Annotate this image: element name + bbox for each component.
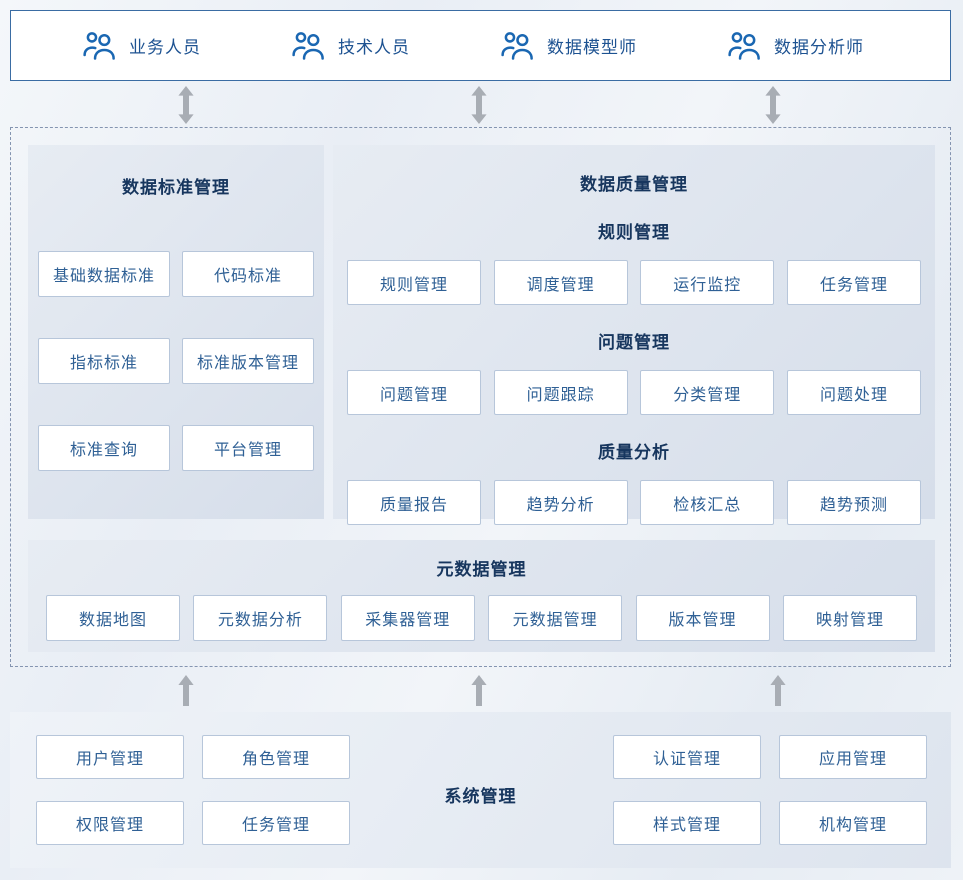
system-module-button[interactable]: 应用管理 [779,735,927,779]
role-label: 数据模型师 [547,38,637,57]
roles-bar: 业务人员 技术人员 数据模型师 数据分析师 [10,10,951,81]
system-module-grid-right: 认证管理 应用管理 样式管理 机构管理 [613,735,927,845]
role-label: 业务人员 [129,38,201,57]
quality-module-button[interactable]: 规则管理 [347,260,481,305]
quality-module-row: 质量报告 趋势分析 检核汇总 趋势预测 [333,480,935,525]
quality-group-title: 问题管理 [598,333,670,352]
standard-module-button[interactable]: 代码标准 [182,251,314,297]
quality-group-title: 规则管理 [598,223,670,242]
metadata-panel: 元数据管理 数据地图 元数据分析 采集器管理 元数据管理 版本管理 映射管理 [28,540,935,652]
system-module-grid-left: 用户管理 角色管理 权限管理 任务管理 [36,735,350,845]
users-icon [728,31,761,60]
double-arrow-icon [765,86,781,124]
quality-group-title: 质量分析 [598,443,670,462]
metadata-module-button[interactable]: 版本管理 [635,595,770,641]
standard-module-button[interactable]: 平台管理 [182,425,314,471]
system-module-button[interactable]: 样式管理 [613,801,761,845]
system-module-button[interactable]: 认证管理 [613,735,761,779]
system-module-button[interactable]: 权限管理 [36,801,184,845]
panel-title: 数据标准管理 [122,178,230,197]
data-standard-panel: 数据标准管理 基础数据标准 代码标准 指标标准 标准版本管理 标准查询 平台管理 [28,145,324,519]
quality-module-button[interactable]: 趋势分析 [493,480,628,525]
system-module-button[interactable]: 角色管理 [202,735,350,779]
standard-module-button[interactable]: 标准版本管理 [182,338,314,384]
panel-title: 系统管理 [444,787,517,806]
role-item-analyst: 数据分析师 [728,31,864,60]
up-arrow-icon [471,675,487,706]
quality-module-button[interactable]: 问题管理 [347,370,481,415]
users-icon [292,31,325,60]
role-label: 数据分析师 [774,38,864,57]
metadata-module-button[interactable]: 采集器管理 [340,595,475,641]
panel-title: 数据质量管理 [580,175,688,194]
standard-module-button[interactable]: 指标标准 [38,338,170,384]
quality-module-button[interactable]: 检核汇总 [640,480,775,525]
standard-module-button[interactable]: 基础数据标准 [38,251,170,297]
role-item-technical: 技术人员 [292,31,410,60]
metadata-module-button[interactable]: 数据地图 [46,595,180,641]
system-module-button[interactable]: 用户管理 [36,735,184,779]
double-arrow-icon [471,86,487,124]
quality-module-row: 问题管理 问题跟踪 分类管理 问题处理 [333,370,935,415]
role-item-business: 业务人员 [83,31,201,60]
panel-title: 元数据管理 [436,560,527,579]
quality-module-button[interactable]: 问题跟踪 [493,370,628,415]
double-arrow-icon [178,86,194,124]
quality-module-button[interactable]: 运行监控 [640,260,775,305]
quality-module-row: 规则管理 调度管理 运行监控 任务管理 [333,260,935,305]
up-arrow-icon [178,675,194,706]
users-icon [501,31,534,60]
system-module-button[interactable]: 任务管理 [202,801,350,845]
data-quality-panel: 数据质量管理 规则管理 规则管理 调度管理 运行监控 任务管理 问题管理 问题管… [333,145,935,525]
role-item-modeler: 数据模型师 [501,31,637,60]
standard-module-button[interactable]: 标准查询 [38,425,170,471]
users-icon [83,31,116,60]
quality-module-button[interactable]: 趋势预测 [786,480,921,525]
system-panel: 用户管理 角色管理 权限管理 任务管理 系统管理 认证管理 应用管理 样式管理 … [10,712,951,868]
quality-module-button[interactable]: 问题处理 [786,370,921,415]
quality-module-button[interactable]: 调度管理 [493,260,628,305]
metadata-module-button[interactable]: 映射管理 [782,595,917,641]
quality-module-button[interactable]: 分类管理 [640,370,775,415]
metadata-module-row: 数据地图 元数据分析 采集器管理 元数据管理 版本管理 映射管理 [28,595,935,641]
quality-module-button[interactable]: 任务管理 [786,260,921,305]
up-arrow-icon [770,675,786,706]
metadata-module-button[interactable]: 元数据管理 [488,595,623,641]
quality-module-button[interactable]: 质量报告 [347,480,481,525]
platform-boundary [10,127,951,667]
role-label: 技术人员 [338,38,410,57]
standard-module-grid: 基础数据标准 代码标准 指标标准 标准版本管理 标准查询 平台管理 [28,251,324,471]
metadata-module-button[interactable]: 元数据分析 [193,595,328,641]
system-module-button[interactable]: 机构管理 [779,801,927,845]
